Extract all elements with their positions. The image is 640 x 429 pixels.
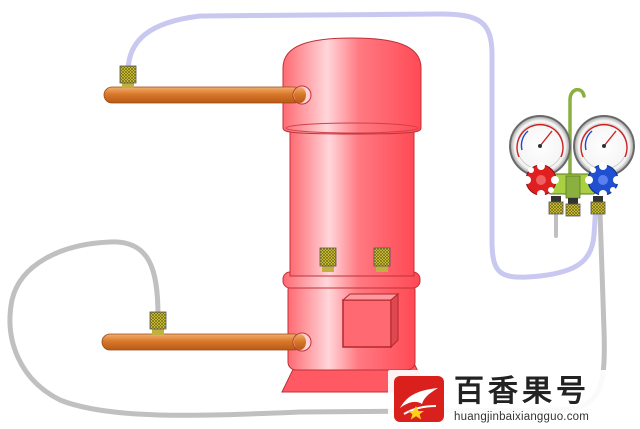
red-valve-knob-icon — [523, 162, 559, 198]
low-pressure-gauge-icon — [509, 115, 571, 177]
manifold-port-left — [548, 196, 564, 215]
watermark-url: huangjinbaixiangguo.com — [454, 411, 590, 423]
bird-logo-icon — [394, 376, 444, 422]
manifold-port-center — [565, 198, 581, 217]
manifold-hook — [568, 87, 586, 177]
manifold-port-right — [590, 196, 606, 215]
cylinder-valve-right — [373, 247, 391, 272]
upper-copper-pipe — [103, 85, 312, 105]
lower-pipe-valve — [149, 311, 167, 335]
cylinder-valve-left — [319, 247, 337, 272]
blue-valve-knob-icon — [585, 162, 621, 198]
manifold-gauge-set — [509, 87, 635, 217]
blue-hose — [125, 11, 599, 280]
compressor-dome — [282, 37, 422, 135]
terminal-box — [342, 299, 392, 348]
upper-pipe-valve — [119, 65, 137, 88]
watermark: 百香果号 huangjinbaixiangguo.com — [388, 370, 640, 429]
lower-copper-pipe — [101, 332, 312, 352]
compressor-upper-body — [289, 119, 415, 277]
high-pressure-gauge-icon — [573, 115, 635, 177]
watermark-title: 百香果号 — [454, 374, 590, 409]
